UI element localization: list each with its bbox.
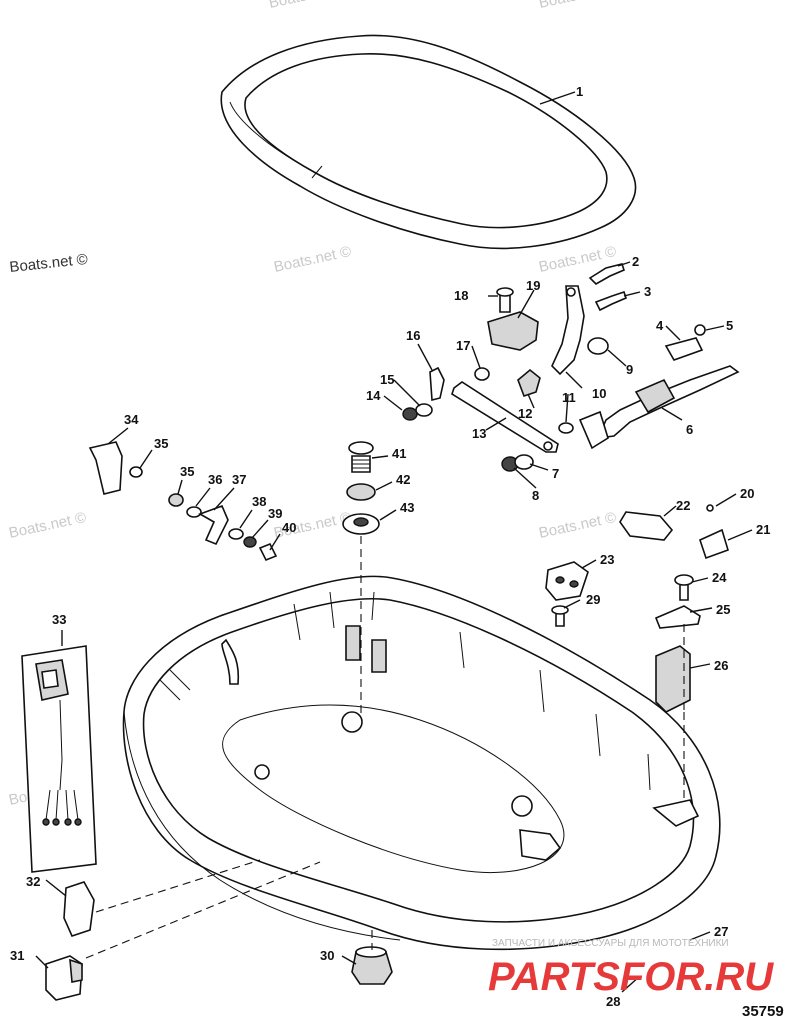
watermark-11: Boats.net ©	[537, 0, 617, 12]
callout-labels: 1 2 3 4 5 6 7 8 9 10 11 12 13 14 15 16 1…	[10, 84, 770, 1009]
callout-4: 4	[656, 318, 664, 333]
callout-6: 6	[686, 422, 693, 437]
callout-11: 11	[562, 390, 576, 405]
watermark-6: Boats.net ©	[537, 509, 617, 542]
callout-13: 13	[472, 426, 486, 441]
callout-24: 24	[712, 570, 727, 585]
callout-16: 16	[406, 328, 420, 343]
callout-23: 23	[600, 552, 614, 567]
callout-17: 17	[456, 338, 470, 353]
linkage-parts	[402, 263, 740, 472]
callout-28: 28	[606, 994, 620, 1009]
bottom-cowl	[122, 575, 721, 951]
callout-5: 5	[726, 318, 733, 333]
figure-number: 35759	[742, 1003, 784, 1020]
callout-39: 39	[268, 506, 282, 521]
callout-36: 36	[208, 472, 222, 487]
assembly-lines	[85, 536, 685, 959]
site-overlay: ЗАПЧАСТИ И АКСЕССУАРЫ ДЛЯ МОТОТЕХНИКИ PA…	[488, 938, 774, 999]
callout-42: 42	[396, 472, 410, 487]
watermark-1: Boats.net ©	[9, 251, 89, 276]
kill-switch-box	[21, 645, 97, 873]
callout-25: 25	[716, 602, 730, 617]
callout-32: 32	[26, 874, 40, 889]
callout-8: 8	[532, 488, 539, 503]
callout-40: 40	[282, 520, 296, 535]
callout-34: 34	[124, 412, 139, 427]
leader-lines	[35, 91, 753, 993]
callout-12: 12	[518, 406, 532, 421]
right-side-parts	[545, 504, 729, 713]
watermark-4: Boats.net ©	[7, 509, 87, 542]
callout-20: 20	[740, 486, 754, 501]
site-caption: ЗАПЧАСТИ И АКСЕССУАРЫ ДЛЯ МОТОТЕХНИКИ	[492, 938, 729, 949]
callout-22: 22	[676, 498, 690, 513]
callout-27: 27	[714, 924, 728, 939]
grommet-stack	[342, 441, 380, 535]
callout-14: 14	[366, 388, 381, 403]
callout-9: 9	[626, 362, 633, 377]
callout-30: 30	[320, 948, 334, 963]
callout-15: 15	[380, 372, 394, 387]
latch-parts	[88, 441, 278, 562]
callout-29: 29	[586, 592, 600, 607]
callout-2: 2	[632, 254, 639, 269]
callout-1: 1	[576, 84, 583, 99]
callout-19: 19	[526, 278, 540, 293]
callout-26: 26	[714, 658, 728, 673]
callout-38: 38	[252, 494, 266, 509]
callout-31: 31	[10, 948, 24, 963]
callout-18: 18	[454, 288, 468, 303]
callout-3: 3	[644, 284, 651, 299]
callout-37: 37	[232, 472, 246, 487]
part-1-top-cowl-seal	[220, 34, 637, 250]
callout-21: 21	[756, 522, 770, 537]
callout-10: 10	[592, 386, 606, 401]
watermark-2: Boats.net ©	[272, 243, 352, 276]
callout-7: 7	[552, 466, 559, 481]
callout-33: 33	[52, 612, 66, 627]
callout-43: 43	[400, 500, 414, 515]
lower-parts	[45, 881, 393, 1001]
callout-35a: 35	[154, 436, 168, 451]
watermark-10: Boats.net ©	[267, 0, 347, 12]
callout-35b: 35	[180, 464, 194, 479]
site-logo: PARTSFOR.RU	[488, 955, 774, 999]
callout-41: 41	[392, 446, 406, 461]
